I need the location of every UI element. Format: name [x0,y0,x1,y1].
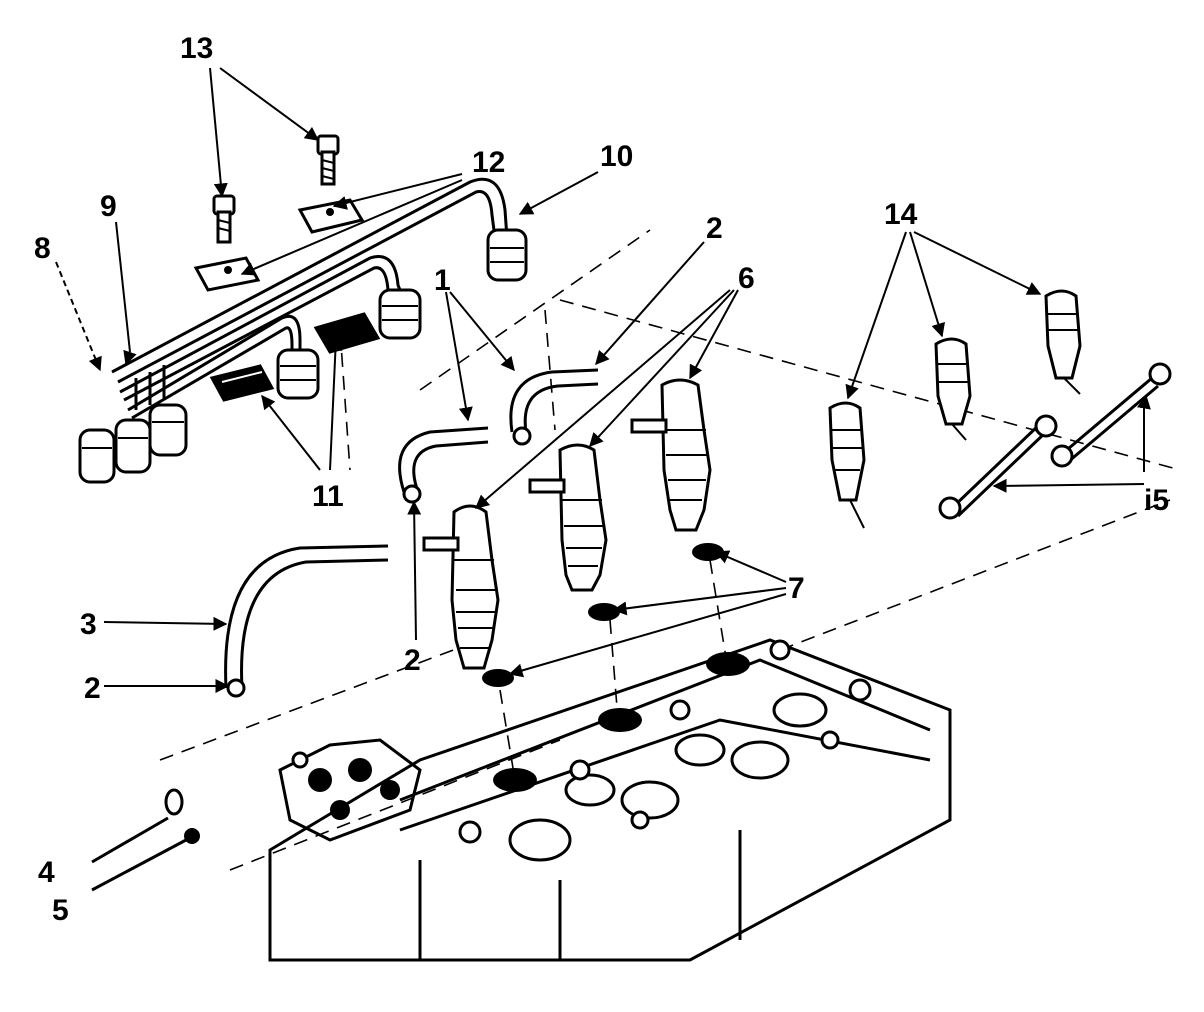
callout-labels: 13 12 10 9 8 11 1 2 6 14 i5 7 3 2 2 4 5 [34,32,1169,927]
callout-7: 7 [788,572,805,605]
injectors [422,378,712,670]
washers [482,543,724,687]
nozzle-tips [828,289,1082,529]
callout-11: 11 [312,480,344,513]
callout-12: 12 [472,146,505,179]
bolts [212,134,340,244]
callout-6: 6 [738,262,755,295]
line-nuts [78,228,528,484]
callout-2-left: 2 [84,672,101,705]
callout-9: 9 [100,190,117,223]
callout-2-top: 2 [706,212,723,245]
cylinder-head [268,638,952,962]
callout-5: 5 [52,894,69,927]
callout-15: i5 [1144,484,1169,517]
studs [91,788,200,892]
clamps [193,198,381,402]
leak-off-pipes [938,362,1172,520]
callout-3: 3 [80,608,97,641]
callout-4: 4 [38,856,55,889]
callout-2-center: 2 [404,644,421,677]
callout-14: 14 [884,198,918,231]
callout-8: 8 [34,232,51,265]
return-hoses [224,368,599,698]
leader-lines [55,67,1151,693]
callout-13: 13 [180,32,213,65]
callout-10: 10 [600,140,633,173]
callout-1: 1 [434,264,451,297]
